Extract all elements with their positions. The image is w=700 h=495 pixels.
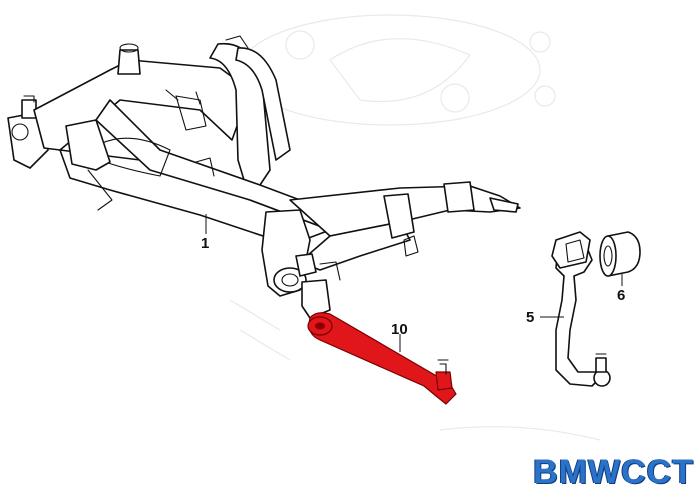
callout-labels: 1 5 6 10 [201, 235, 625, 338]
callout-label-10: 10 [391, 321, 408, 338]
control-arm-part-10 [307, 312, 457, 405]
callout-label-5: 5 [526, 309, 534, 326]
subframe-part-1 [7, 35, 521, 319]
bushing-part-6 [599, 231, 641, 277]
tension-strut-part-5 [551, 231, 611, 387]
leader-lines [205, 214, 623, 352]
bmwcct-logo: BMWCCT [533, 453, 694, 491]
callout-label-1: 1 [201, 235, 209, 252]
callout-label-6: 6 [617, 287, 625, 304]
